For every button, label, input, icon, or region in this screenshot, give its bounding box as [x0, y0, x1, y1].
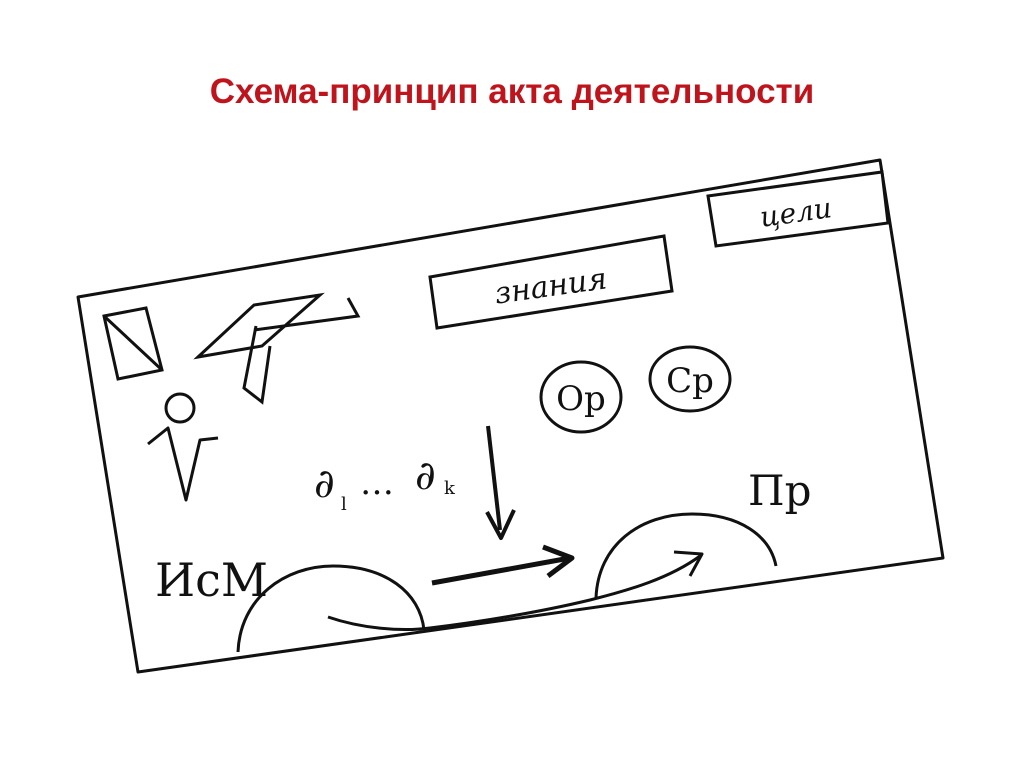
actions-subscript-k: k: [444, 478, 456, 499]
slide-title: Схема-принцип акта деятельности: [209, 72, 815, 111]
person-icon: [147, 392, 219, 502]
actions-label: ∂ l … ∂ k: [314, 453, 456, 515]
product-arc: [594, 512, 778, 599]
product-label: Пр: [748, 466, 812, 515]
actions-symbol-1: ∂: [314, 461, 335, 507]
source-material-label: ИсМ: [155, 553, 268, 607]
means-label: Ср: [666, 361, 714, 401]
goals-box: цели: [706, 170, 890, 248]
actions-subscript-1: l: [341, 494, 347, 515]
process-arrow-icon: [431, 544, 575, 586]
source-material-arc: [236, 564, 426, 653]
sign-square-icon: [102, 306, 164, 381]
plane-figure-icon: [193, 292, 361, 405]
operations-label: Ор: [556, 379, 606, 419]
actions-symbol-k: ∂: [415, 453, 436, 499]
knowledge-box: знания: [428, 234, 674, 330]
transformation-arrow-icon: [327, 550, 704, 632]
operations-circle: Ор: [539, 360, 623, 434]
diagram-frame: [76, 158, 945, 674]
means-circle: Ср: [648, 345, 732, 413]
actions-ellipsis: …: [360, 463, 394, 503]
down-arrow-icon: [485, 425, 516, 540]
